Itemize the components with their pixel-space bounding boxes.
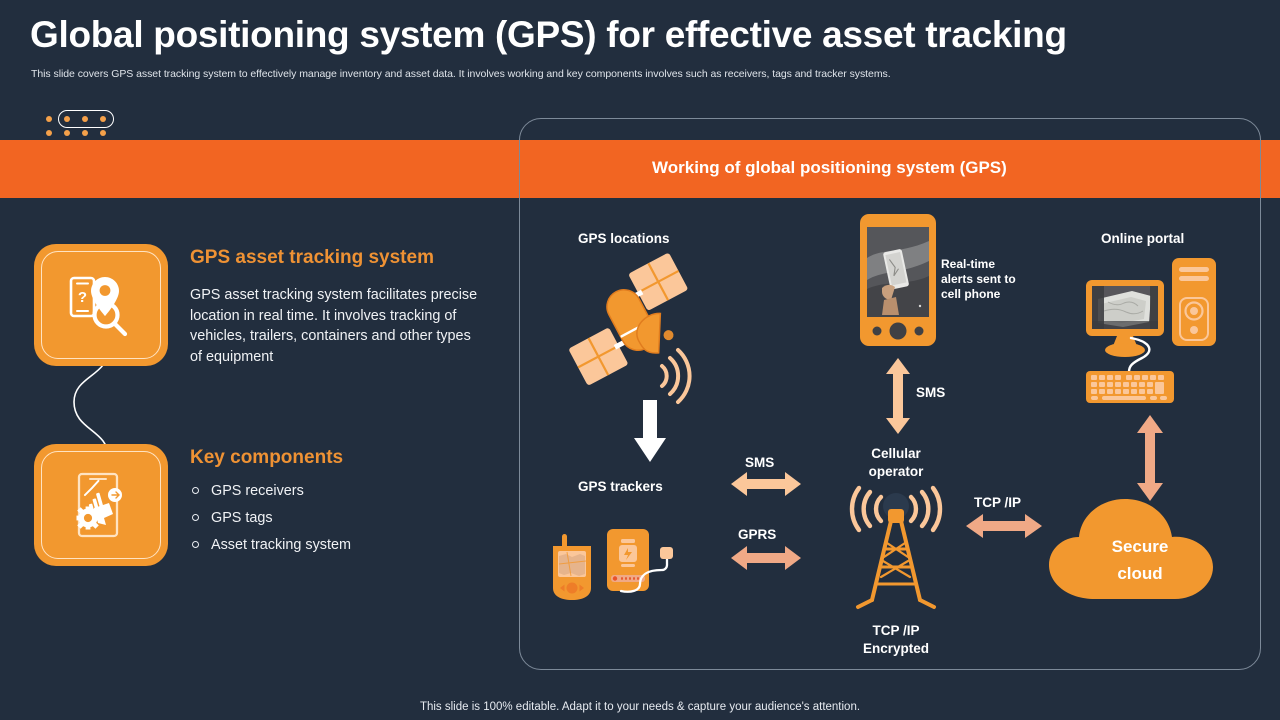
cellular-operator-label: Cellular operator xyxy=(836,445,956,481)
section-band xyxy=(0,140,1280,198)
footer-note: This slide is 100% editable. Adapt it to… xyxy=(419,701,861,713)
tcp-ip-encrypted-line-2: Encrypted xyxy=(862,641,930,656)
gps-trackers-label: GPS trackers xyxy=(578,479,663,494)
card-2-heading: Key components xyxy=(190,447,344,468)
online-portal-label: Online portal xyxy=(1101,231,1185,246)
tcp-ip-encrypted-label: TCP /IP Encrypted xyxy=(836,622,956,658)
card-inner-border xyxy=(41,451,161,559)
section-band-title: Working of global positioning system (GP… xyxy=(652,158,1007,177)
satellite-icon xyxy=(569,253,692,404)
list-item: Asset tracking system xyxy=(190,535,490,562)
cell-tower-icon xyxy=(849,485,943,609)
arrow-sms-bidirectional xyxy=(731,472,801,496)
desktop-computer-icon xyxy=(1086,258,1216,403)
key-components-card[interactable] xyxy=(34,444,168,566)
page-subtitle: This slide covers GPS asset tracking sys… xyxy=(31,68,891,80)
list-item: GPS tags xyxy=(190,508,490,535)
page-title: Global positioning system (GPS) for effe… xyxy=(30,14,1067,55)
cellular-operator-line-1: Cellular xyxy=(871,446,921,461)
tcp-ip-arrow-label: TCP /IP xyxy=(974,495,1022,510)
arrow-gprs-bidirectional xyxy=(731,546,801,570)
smartphone-icon xyxy=(860,214,936,346)
secure-cloud-line-1: Secure xyxy=(1111,537,1169,556)
realtime-alerts-line-2: alerts sent to xyxy=(941,272,1016,286)
gps-tracker-devices-icon xyxy=(553,529,673,600)
card-1-body: GPS asset tracking system facilitates pr… xyxy=(190,287,478,365)
gps-locations-label: GPS locations xyxy=(578,231,670,246)
card-1-heading: GPS asset tracking system xyxy=(190,247,434,268)
dot-grid-highlight-pill xyxy=(58,110,114,128)
sms-left-arrow-label: SMS xyxy=(745,455,775,470)
gps-asset-tracking-card[interactable]: ? xyxy=(34,244,168,366)
card-connector-line xyxy=(73,349,109,457)
list-item: GPS receivers xyxy=(190,481,490,508)
working-diagram-panel xyxy=(519,118,1261,670)
secure-cloud-label: Secure cloud xyxy=(1080,533,1200,587)
mobile-chart-gear-icon xyxy=(76,472,122,538)
card-inner-border xyxy=(41,251,161,359)
cloud-icon xyxy=(1049,499,1213,599)
cellular-operator-line-2: operator xyxy=(868,464,924,479)
mobile-location-pin-search-icon: ? xyxy=(69,276,128,337)
tcp-ip-encrypted-line-1: TCP /IP xyxy=(872,623,920,638)
gprs-arrow-label: GPRS xyxy=(738,527,777,542)
arrow-tcp-ip-bidirectional xyxy=(966,514,1042,538)
realtime-alerts-line-3: cell phone xyxy=(941,287,1001,301)
secure-cloud-line-2: cloud xyxy=(1117,564,1163,583)
arrow-sms-vertical-bidirectional xyxy=(886,358,910,434)
arrow-cloud-to-portal-bidirectional xyxy=(1137,415,1163,501)
realtime-alerts-line-1: Real-time xyxy=(941,257,996,271)
sms-phone-arrow-label: SMS xyxy=(916,385,946,400)
arrow-satellite-to-trackers xyxy=(634,400,666,462)
realtime-alerts-label: Real-time alerts sent to cell phone xyxy=(941,257,1016,302)
key-components-list: GPS receivers GPS tags Asset tracking sy… xyxy=(190,481,490,562)
svg-text:?: ? xyxy=(78,289,87,306)
